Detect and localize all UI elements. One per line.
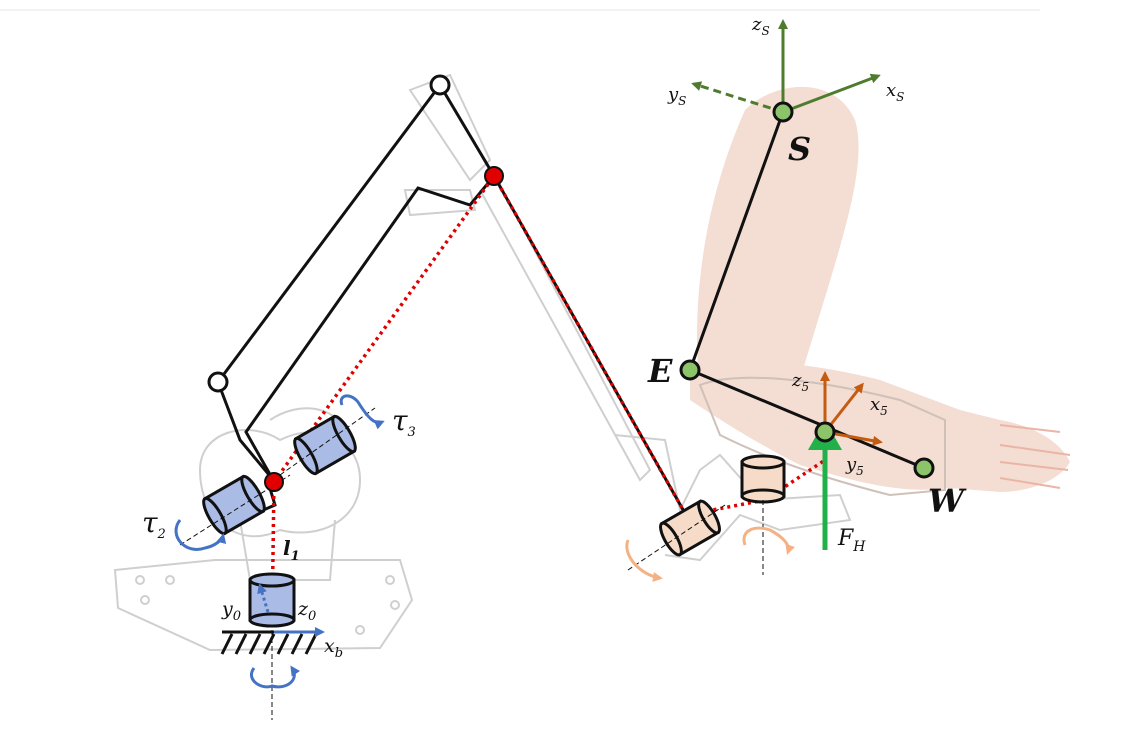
label-tau3: τ3 (392, 404, 416, 440)
label-ys: yS (667, 84, 686, 108)
actuator-base (248, 572, 296, 628)
label-l1: l1 (283, 536, 300, 564)
label-z5: z5 (791, 370, 809, 394)
label-z0: z0 (297, 598, 316, 624)
joint-5 (814, 421, 836, 443)
fingers (999, 424, 1071, 489)
joint-E (679, 359, 701, 381)
label-y0: y0 (221, 598, 241, 624)
actuator-joint2 (202, 474, 266, 536)
human-links (688, 111, 925, 470)
rotation-base-icon (250, 665, 301, 689)
actuator-joint3 (293, 414, 357, 476)
frame-S (691, 19, 881, 114)
label-tau2: τ2 (142, 506, 166, 542)
rotation-arrows (174, 394, 795, 689)
label-S: S (788, 130, 811, 168)
actuator-wrist-2 (740, 454, 786, 504)
human-joints (679, 101, 935, 479)
label-W: W (928, 482, 967, 520)
label-xb: xb (324, 635, 343, 661)
robot-links (216, 84, 688, 522)
robot-passive-joints (207, 74, 451, 393)
joint-S (772, 101, 794, 123)
base-frame (257, 583, 325, 637)
joint-top-hollow (429, 74, 451, 96)
y0-axis (257, 583, 270, 613)
label-E: E (647, 352, 673, 390)
joint-red-lower (264, 472, 284, 492)
xs-axis (782, 73, 881, 114)
ys-axis (691, 81, 784, 114)
label-FH: FH (837, 526, 866, 555)
human-arm (690, 86, 1071, 497)
labels: τ2 τ3 l1 y0 z0 xb zS yS xS S E W z5 x5 y… (142, 14, 967, 661)
joint-elbow-hollow (207, 371, 229, 393)
label-zs: zS (751, 14, 770, 38)
label-xs: xS (886, 80, 904, 104)
rotation-tau2-icon (174, 519, 227, 551)
label-x5: x5 (870, 394, 888, 418)
label-y5: y5 (845, 454, 864, 478)
rotation-wrist1-icon (625, 539, 663, 582)
forearm-skin (690, 361, 1070, 492)
joint-axes (179, 407, 764, 720)
upper-arm-skin (697, 86, 859, 396)
rotation-tau3-icon (339, 394, 385, 430)
joint-red-upper (484, 166, 504, 186)
ground-hatch (220, 630, 318, 655)
robot-active-joints (264, 166, 504, 492)
joint-W (913, 457, 935, 479)
rotation-wrist2-icon (742, 526, 795, 555)
